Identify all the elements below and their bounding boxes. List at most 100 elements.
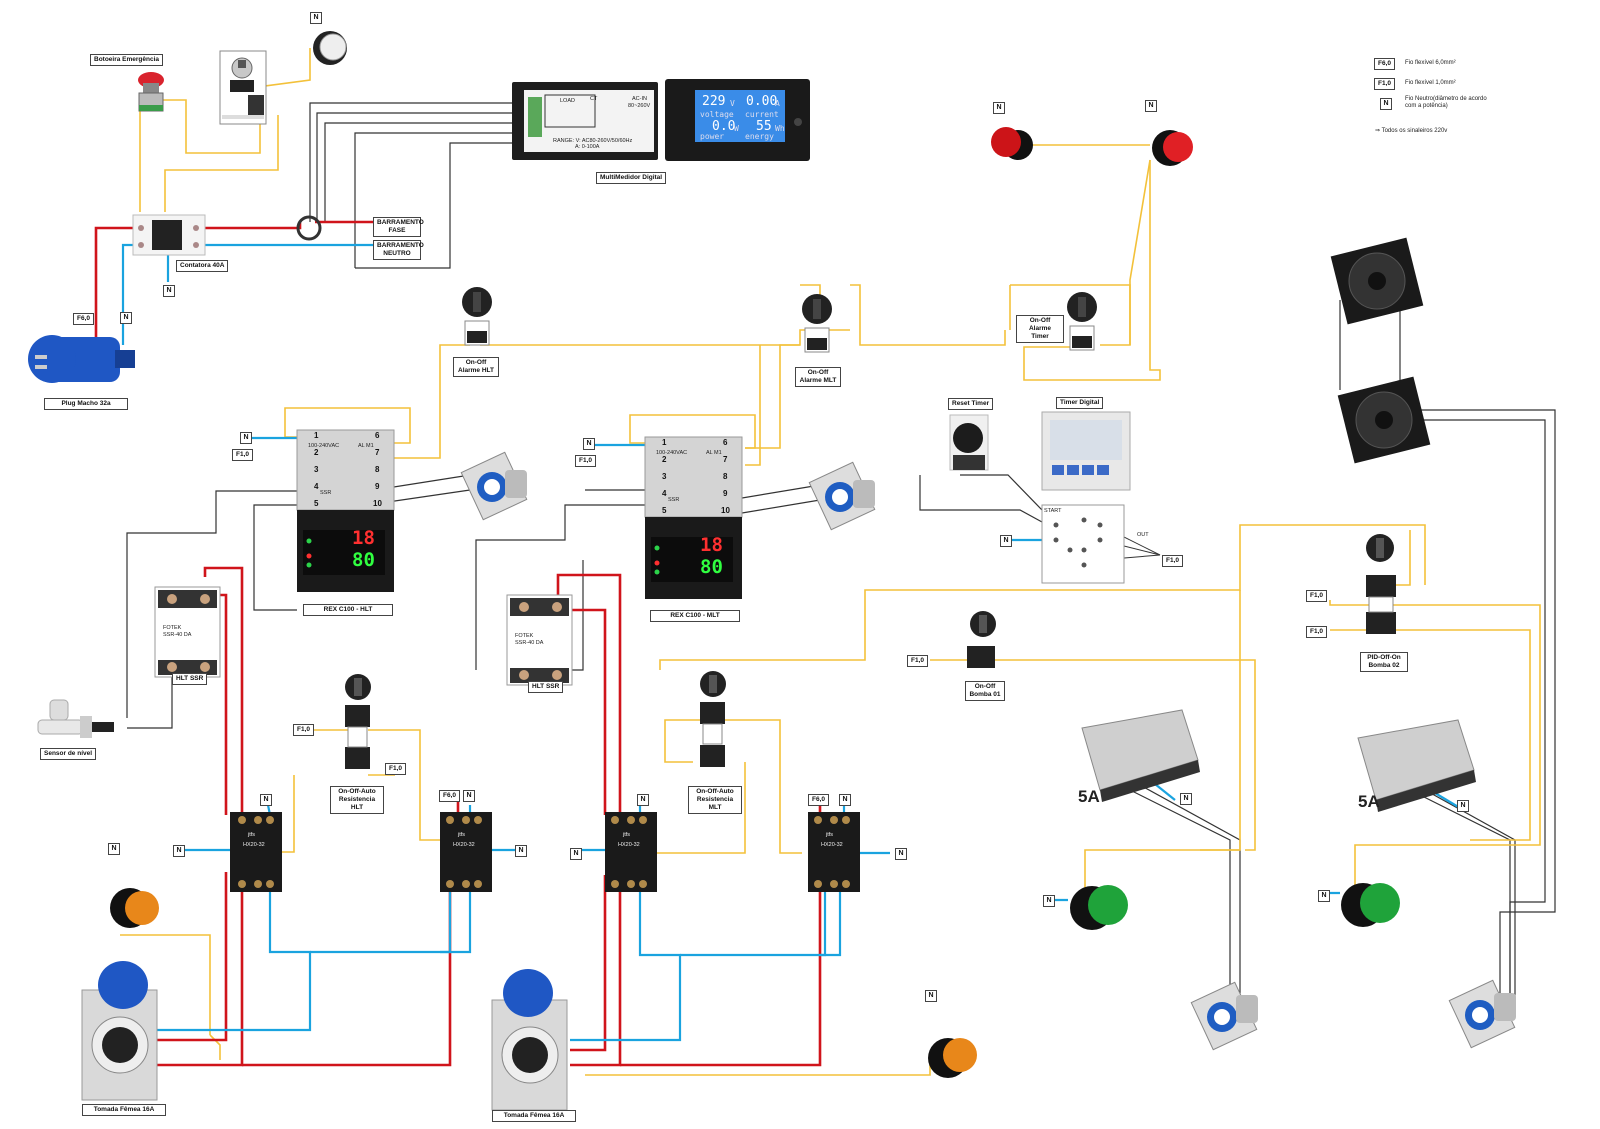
ssr-hlt-device — [154, 586, 221, 678]
cooling-fan-1 — [1330, 237, 1424, 325]
rex-mlt-pin-9: 9 — [723, 489, 728, 498]
label-onoff-auto-hlt: On-Off-Auto Resistencia HLT — [330, 786, 384, 814]
pilot-light-white — [313, 31, 347, 65]
f1-tag-timer: F1,0 — [1162, 555, 1184, 567]
current-transformer — [296, 215, 322, 241]
n-tag-psu-2: N — [1457, 800, 1469, 812]
pilot-light-red-1 — [991, 127, 1033, 160]
rex-hlt-pin-9: 9 — [375, 482, 380, 491]
label-barramento-neutro: BARRAMENTO NEUTRO — [373, 240, 424, 260]
rex-hlt-pin-5: 5 — [314, 499, 319, 508]
contactor-1-brand: jtfs — [248, 832, 256, 838]
plug-macho-device — [28, 335, 135, 383]
f6-tag-contactor-2: F6,0 — [439, 790, 461, 802]
rex-mlt-pin-1: 1 — [662, 438, 667, 447]
label-onoff-alarme-hlt: On-Off Alarme HLT — [453, 357, 499, 377]
n-tag-contactor-2-top: N — [463, 790, 475, 802]
xlr-connector-mlt — [808, 461, 876, 531]
n-tag-contactor-4-top: N — [839, 794, 851, 806]
label-tomada-1: Tomada Fêmea 16A — [82, 1104, 166, 1116]
mm-acrange-text: 80~260V — [628, 103, 651, 109]
contactor-40a-device — [132, 214, 206, 256]
amp-rating-2: 5A — [1358, 792, 1380, 811]
rex-hlt-pin-10: 10 — [373, 499, 382, 508]
label-tomada-2: Tomada Fêmea 16A — [492, 1110, 576, 1122]
tomada-femea-2-device — [491, 969, 568, 1111]
selector-switch-bomba01 — [967, 611, 996, 668]
rex-mlt-sv: 80 — [700, 556, 723, 578]
level-sensor-device — [37, 699, 114, 738]
contactor-4-brand: jtfs — [826, 832, 834, 838]
mm-ct-text: CT — [590, 96, 598, 102]
pilot-light-green-2 — [1341, 883, 1400, 927]
pilot-light-green-1 — [1070, 885, 1128, 930]
selector-switch-alarm-hlt — [462, 287, 492, 346]
contactor-hx-3 — [605, 812, 657, 892]
rex-mlt-pv: 18 — [700, 534, 723, 556]
rex-mlt-pin-2: 2 — [662, 455, 667, 464]
n-tag-contactor-1-top: N — [260, 794, 272, 806]
label-rex-mlt: REX C100 - MLT — [650, 610, 740, 622]
rex-hlt-alm: AL M1 — [358, 443, 374, 449]
f1-tag-bomba01: F1,0 — [907, 655, 929, 667]
rex-mlt-pin-4: 4 — [662, 489, 667, 498]
contactor-2-model: HX20-32 — [453, 842, 475, 848]
n-tag-contactor-4-side: N — [895, 848, 907, 860]
n-tag-orange-2: N — [925, 990, 937, 1002]
rex-mlt-supply: 100-240VAC — [656, 450, 688, 456]
xlr-connector-pump02 — [1448, 979, 1516, 1049]
label-botoeira-emergencia: Botoeira Emergência — [90, 54, 164, 66]
label-reset-timer: Reset Timer — [948, 398, 994, 410]
rex-mlt-pin-6: 6 — [723, 438, 728, 447]
contactor-2-brand: jtfs — [458, 832, 466, 838]
contactor-1-model: HX20-32 — [243, 842, 265, 848]
pilot-light-orange-1 — [110, 888, 159, 928]
mm-energy-label: energy — [745, 132, 774, 141]
mm-range-text: RANGE: V: AC80-260V/50/60Hz — [553, 138, 633, 144]
ssr-mlt-brand: FOTEK — [515, 633, 534, 639]
pilot-light-red-2 — [1152, 130, 1193, 166]
rex-c100-hlt-device — [296, 429, 395, 592]
rex-mlt-pin-8: 8 — [723, 472, 728, 481]
rex-hlt-pin-3: 3 — [314, 465, 319, 474]
f1-tag-hlt-selector-2: F1,0 — [385, 763, 407, 775]
legend-f1-tag: F1,0 — [1374, 78, 1396, 90]
rex-c100-mlt-device — [644, 436, 743, 599]
contactor-hx-1 — [230, 812, 282, 892]
rex-mlt-pin-3: 3 — [662, 472, 667, 481]
xlr-connector-hlt — [460, 451, 528, 521]
n-tag-contactor-3-top: N — [637, 794, 649, 806]
rex-hlt-pin-6: 6 — [375, 431, 380, 440]
n-tag-green-2: N — [1318, 890, 1330, 902]
mm-current-unit: A — [775, 99, 780, 108]
f1-tag-bomba02-a: F1,0 — [1306, 590, 1328, 602]
mm-energy-value: 55 — [756, 119, 772, 134]
mm-power-value: 0.0 — [712, 119, 736, 134]
rex-mlt-pin-7: 7 — [723, 455, 728, 464]
contactor-3-brand: jtfs — [623, 832, 631, 838]
n-tag-red-1: N — [993, 102, 1005, 114]
power-supply-2 — [1357, 719, 1476, 812]
contactor-3-model: HX20-32 — [618, 842, 640, 848]
contactor-hx-4 — [808, 812, 860, 892]
legend-f1-text: Fio flexível 1,0mm² — [1405, 80, 1456, 86]
mm-voltage-value: 229 — [702, 94, 726, 109]
label-onoff-alarme-timer: On-Off Alarme Timer — [1016, 315, 1064, 343]
mm-voltage-label: voltage — [700, 110, 734, 119]
mm-power-label: power — [700, 132, 725, 141]
rex-hlt-pin-7: 7 — [375, 448, 380, 457]
ssr-mlt-model: SSR-40 DA — [515, 640, 544, 646]
mm-energy-unit: Wh — [775, 124, 785, 133]
selector-switch-bomba02 — [1366, 534, 1396, 634]
n-tag-timer: N — [1000, 535, 1012, 547]
rex-mlt-pin-5: 5 — [662, 506, 667, 515]
cooling-fan-2 — [1337, 376, 1431, 464]
emergency-button — [138, 72, 164, 112]
mm-current-value: 0.00 — [746, 94, 778, 109]
timer-digital-device — [1041, 411, 1131, 584]
n-tag-contactor-2-side: N — [515, 845, 527, 857]
key-switch — [219, 50, 267, 125]
rex-hlt-pin-4: 4 — [314, 482, 319, 491]
rex-mlt-alm: AL M1 — [706, 450, 722, 456]
